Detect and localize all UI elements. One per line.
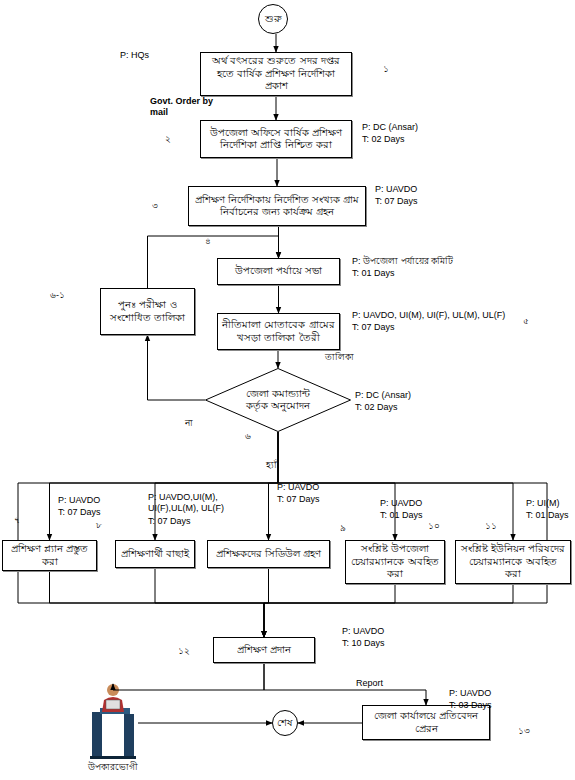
- time-note: T: 10 Days: [342, 638, 385, 649]
- connector-arrow: [264, 663, 426, 705]
- process-box: জেলা কার্যালয়ে প্রতিবেদন প্রেরন: [362, 705, 490, 740]
- connector-arrow: [148, 335, 206, 400]
- person-note: P: UAVDO,UI(M), UI(F),UL(M), UL(F): [148, 492, 240, 515]
- time-note: T: 07 Days: [375, 196, 418, 207]
- process-box: নীতিমালা মোতাবেক গ্রামের খসড়া তালিকা তৈ…: [217, 313, 340, 350]
- time-note: T: 07 Days: [352, 322, 395, 333]
- callout-number: ৫: [523, 316, 529, 327]
- callout-number: ১০: [428, 521, 440, 532]
- process-box: উপজেলা অফিসে বার্ষিক প্রশিক্ষণ নির্দেশিক…: [200, 120, 352, 158]
- node-text: প্রশিক্ষণ নির্দেশিকায় নির্দেশিত সংখ্যক …: [193, 194, 361, 219]
- time-note: T: 01 Days: [526, 510, 569, 521]
- time-note: T: 07 Days: [58, 507, 101, 518]
- connector-arrow: [50, 571, 265, 637]
- time-note: T: 02 Days: [355, 402, 398, 413]
- process-box: প্রশিক্ষণ প্রদান: [213, 637, 315, 663]
- person-note: P: UAVDO, UI(M), UI(F), UL(M), UL(F): [352, 310, 505, 321]
- diamond-shape: [206, 369, 351, 432]
- time-note: T: 03 Days: [449, 700, 492, 711]
- process-box: প্রশিক্ষণার্থী বাছাই: [115, 540, 195, 568]
- connector-arrow: [277, 158, 278, 186]
- figure-caption: উপকারভোগী: [68, 762, 158, 773]
- connector-arrow: [276, 34, 277, 52]
- edge-label: Report: [356, 678, 383, 689]
- connector-arrow: [264, 584, 513, 638]
- callout-number: ৪: [205, 236, 211, 247]
- terminal-circle: শুরু: [258, 4, 288, 34]
- person-note: P: উপজেলা পর্যায়ের কমিটি: [352, 256, 453, 267]
- edge-label: না: [185, 418, 193, 429]
- process-box: সংশ্লিষ্ট উপজেলা চেয়ারম্যানকে অবহিত করা: [345, 540, 445, 584]
- process-box: প্রশিক্ষকদের সিডিউল গ্রহণ: [207, 540, 330, 568]
- callout-number: ২: [165, 134, 171, 145]
- callout-number: ৯: [340, 523, 346, 534]
- connector-arrow: [138, 723, 272, 724]
- person-note: P: UI(M): [526, 498, 560, 509]
- process-box: প্রশিক্ষণ প্ল্যান প্রস্তুত করা: [2, 540, 97, 571]
- person-note: P: DC (Ansar): [355, 390, 411, 401]
- person-note: P: HQs: [120, 50, 149, 61]
- time-note: T: 07 Days: [277, 494, 320, 505]
- time-note: T: 07 Days: [148, 516, 191, 527]
- node-text: উপজেলা অফিসে বার্ষিক প্রশিক্ষণ নির্দেশিক…: [205, 127, 347, 152]
- node-text: নীতিমালা মোতাবেক গ্রামের খসড়া তালিকা তৈ…: [222, 319, 335, 344]
- person-note: P: UAVDO: [380, 498, 422, 509]
- node-text: শেষ: [277, 717, 293, 730]
- connector-arrow: [276, 96, 277, 121]
- callout-number: ১৩: [518, 726, 530, 737]
- callout-number: ৬-১: [50, 290, 65, 301]
- beneficiary-node: উপকারভোগী: [88, 684, 138, 760]
- node-text: পুনঃ পরীক্ষা ও সংশোধিত তালিকা: [105, 299, 190, 324]
- time-note: T: 02 Days: [362, 134, 405, 145]
- connector-arrow: [278, 432, 513, 540]
- callout-number: ১১: [485, 521, 497, 532]
- node-text: জেলা কমান্ড্যান্ট কর্তৃক অনুমোদন: [238, 388, 318, 413]
- node-text: জেলা কার্যালয়ে প্রতিবেদন প্রেরন: [367, 710, 485, 735]
- person-note: P: DC (Ansar): [362, 122, 418, 133]
- decision-diamond: জেলা কমান্ড্যান্ট কর্তৃক অনুমোদন: [205, 368, 351, 432]
- connector-arrow: [278, 432, 395, 540]
- node-text: প্রশিক্ষণার্থী বাছাই: [121, 548, 189, 561]
- node-text: উপজেলা পর্যায়ে সভা: [235, 265, 322, 278]
- process-box: পুনঃ পরীক্ষা ও সংশোধিত তালিকা: [100, 288, 195, 335]
- connector-arrow: [298, 723, 362, 724]
- callout-number: ১: [383, 64, 389, 75]
- connector-arrow: [269, 432, 279, 540]
- connector-arrow: [50, 432, 279, 540]
- process-box: প্রশিক্ষণ নির্দেশিকায় নির্দেশিত সংখ্যক …: [188, 186, 366, 226]
- person-note: P: UAVDO: [449, 688, 491, 699]
- node-text: শুরু: [265, 13, 282, 26]
- edge-label: তালিকা: [325, 352, 354, 363]
- person-note: P: UAVDO: [58, 495, 100, 506]
- connector-arrow: [278, 285, 279, 313]
- callout-number: ৮: [96, 520, 102, 531]
- node-text: প্রশিক্ষকদের সিডিউল গ্রহণ: [216, 548, 321, 561]
- connector-arrow: [113, 663, 264, 690]
- person-note: P: UAVDO: [277, 482, 319, 493]
- person-note: P: UAVDO: [375, 184, 417, 195]
- time-note: T: 01 Days: [352, 268, 395, 279]
- edge-label: হ্যাঁ: [266, 460, 277, 471]
- node-text: সংশ্লিষ্ট ইউনিয়ন পরিষদের চেয়ারম্যানকে …: [460, 543, 566, 581]
- time-note: T: 01 Days: [380, 510, 423, 521]
- node-text: প্রশিক্ষণ প্ল্যান প্রস্তুত করা: [7, 543, 92, 568]
- process-box: উপজেলা পর্যায়ে সভা: [217, 258, 340, 285]
- callout-number: ৭: [14, 515, 20, 526]
- node-text: সংশ্লিষ্ট উপজেলা চেয়ারম্যানকে অবহিত করা: [350, 543, 440, 581]
- node-text: প্রশিক্ষণ প্রদান: [237, 644, 291, 657]
- connector-arrow: [155, 568, 264, 637]
- terminal-circle: শেষ: [272, 710, 298, 736]
- callout-number: ৬: [245, 431, 251, 442]
- connector-arrow: [264, 584, 395, 638]
- edge-label: Govt. Order by mail: [150, 96, 218, 118]
- callout-number: ১২: [178, 646, 190, 657]
- callout-number: ৩: [152, 201, 158, 212]
- process-box: সংশ্লিষ্ট ইউনিয়ন পরিষদের চেয়ারম্যানকে …: [455, 540, 571, 584]
- person-note: P: UAVDO: [342, 626, 384, 637]
- process-box: অর্থ বৎসরের শুরুতে সদর দপ্তর হতে বার্ষিক…: [200, 52, 352, 96]
- connector-arrow: [278, 350, 279, 368]
- node-text: অর্থ বৎসরের শুরুতে সদর দপ্তর হতে বার্ষিক…: [205, 55, 347, 93]
